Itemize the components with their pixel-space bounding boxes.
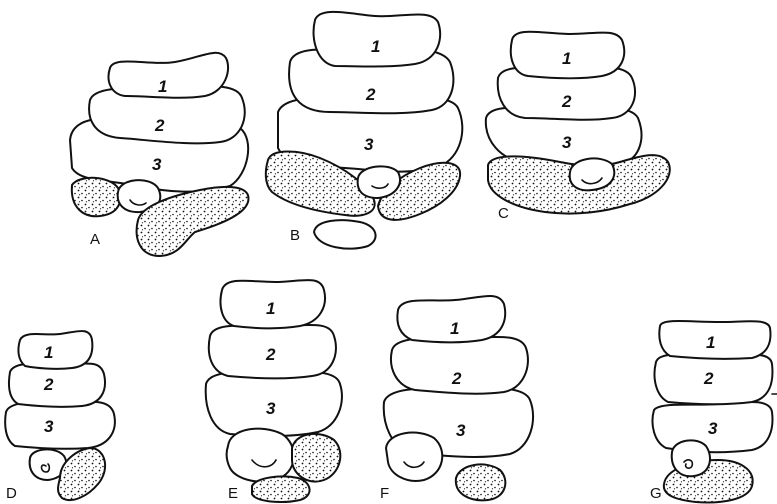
- panel-d-label-1: 1: [44, 343, 53, 362]
- panel-g-label-1: 1: [706, 333, 715, 352]
- panel-a: 1 2 3 A: [70, 53, 248, 256]
- panel-d-segment-3: [5, 402, 115, 449]
- panel-d-letter: D: [6, 485, 17, 502]
- panel-e-label-3: 3: [266, 399, 276, 418]
- panel-b-lower-oval: [314, 220, 376, 249]
- panel-a-letter: A: [90, 231, 100, 248]
- panel-g-oval-body: [672, 440, 710, 476]
- panel-a-left-stippled-mass: [72, 178, 120, 216]
- panel-f-letter: F: [380, 485, 389, 502]
- panel-e-bottom-stippled-mass: [252, 476, 310, 502]
- panel-c-label-1: 1: [562, 49, 571, 68]
- panel-a-label-3: 3: [152, 155, 162, 174]
- panel-g-label-3: 3: [708, 419, 718, 438]
- panel-b-label-1: 1: [371, 37, 380, 56]
- panel-b-oval-body: [358, 166, 400, 198]
- panel-a-segment-1: [109, 53, 229, 98]
- panel-c-label-2: 2: [561, 92, 572, 111]
- panel-b: 1 2 3 B: [266, 12, 463, 249]
- panel-e-letter: E: [228, 485, 238, 502]
- panel-c-oval-body: [570, 158, 615, 190]
- panel-f-stippled-mass: [456, 464, 506, 500]
- panel-d-segment-1: [18, 331, 92, 369]
- panel-f-label-3: 3: [456, 421, 466, 440]
- panel-g-segment-2: [655, 355, 773, 405]
- panel-e: 1 2 3 E: [206, 280, 342, 502]
- panel-a-label-2: 2: [154, 116, 165, 135]
- panel-b-label-3: 3: [364, 135, 374, 154]
- panel-e-label-1: 1: [266, 299, 275, 318]
- panel-f-label-1: 1: [450, 319, 459, 338]
- panel-f: 1 2 3 F: [380, 296, 533, 502]
- panel-d-label-2: 2: [43, 375, 54, 394]
- panel-e-label-2: 2: [265, 345, 276, 364]
- panel-d-stippled-mass: [58, 448, 105, 500]
- panel-b-label-2: 2: [365, 85, 376, 104]
- panel-b-letter: B: [290, 227, 300, 244]
- panel-c-label-3: 3: [562, 133, 572, 152]
- panel-f-oval-body: [386, 433, 442, 481]
- panel-c-letter: C: [498, 205, 509, 222]
- panel-a-label-1: 1: [158, 77, 167, 96]
- panel-c: 1 2 3 C: [486, 32, 670, 222]
- panel-e-right-stippled-mass: [292, 434, 340, 482]
- panel-d-segment-2: [9, 363, 105, 406]
- panel-g-label-2: 2: [703, 369, 714, 388]
- panel-d-label-3: 3: [44, 417, 54, 436]
- panel-d: 1 2 3 D: [5, 331, 115, 502]
- panel-g: 1 2 3 G: [650, 321, 777, 502]
- panel-f-label-2: 2: [451, 369, 462, 388]
- panel-g-letter: G: [650, 485, 662, 502]
- panel-e-oval-body: [227, 429, 294, 482]
